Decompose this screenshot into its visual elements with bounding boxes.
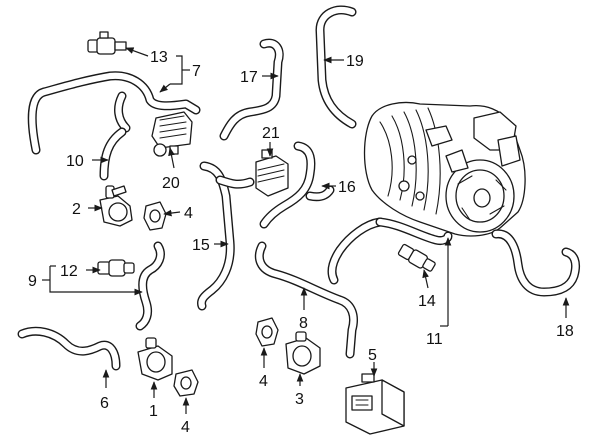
part-16-hose (259, 141, 335, 229)
callout-18: 18 (556, 323, 574, 340)
callout-5: 5 (368, 347, 377, 364)
callout-labels: 13 7 10 20 2 4 12 9 6 1 4 17 19 21 16 15… (28, 49, 574, 436)
callout-9: 9 (28, 273, 37, 290)
callout-16: 16 (338, 179, 356, 196)
part-1-pump (137, 337, 173, 381)
callout-2: 2 (72, 201, 81, 218)
callout-11: 11 (426, 331, 443, 348)
part-5-control-unit (345, 373, 405, 435)
callout-4a: 4 (184, 205, 193, 222)
callout-15: 15 (192, 237, 210, 254)
electric-drive-motor (363, 101, 526, 237)
part-6-hose (17, 326, 121, 371)
callout-7: 7 (192, 63, 201, 80)
callout-8: 8 (299, 315, 308, 332)
part-9-hose (135, 241, 165, 331)
callout-17: 17 (240, 69, 258, 86)
callout-4b: 4 (181, 419, 190, 436)
part-17-hose (219, 38, 284, 141)
callout-19: 19 (346, 53, 364, 70)
part-21-module (255, 149, 289, 197)
part-10-hose (99, 127, 127, 181)
callout-6: 6 (100, 395, 109, 412)
callout-1: 1 (149, 403, 158, 420)
part-4-bracket-b (173, 369, 199, 397)
part-13-connector (87, 31, 127, 55)
part-7-hose (27, 71, 201, 155)
callout-21: 21 (262, 125, 280, 142)
part-4-bracket-a (143, 201, 167, 231)
callout-14: 14 (418, 293, 436, 310)
callout-10: 10 (66, 153, 84, 170)
leader-lines (42, 47, 570, 414)
part-8-hose (254, 241, 358, 359)
part-18-hose (491, 229, 581, 297)
part-4-bracket-c (255, 317, 279, 347)
callout-4c: 4 (259, 373, 268, 390)
callout-3: 3 (295, 391, 304, 408)
callout-12: 12 (60, 263, 78, 280)
part-2-pump (99, 185, 133, 227)
part-15-hose (197, 161, 255, 311)
part-3-pump (285, 331, 321, 375)
part-20-valve (151, 111, 193, 157)
part-19-hose (315, 5, 357, 129)
callout-13: 13 (150, 49, 168, 66)
callout-20: 20 (162, 175, 180, 192)
part-14-connector (397, 243, 436, 272)
part-12-connector (97, 259, 135, 277)
